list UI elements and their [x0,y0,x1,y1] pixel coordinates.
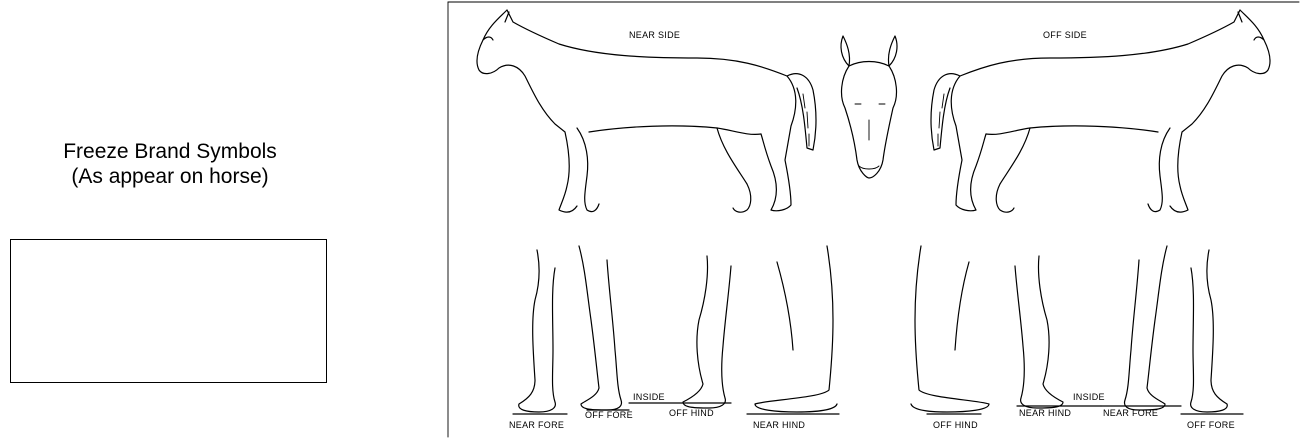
freeze-brand-box[interactable] [10,239,327,383]
left-off-fore-label: OFF FORE [585,410,633,420]
right-off-hind-label: OFF HIND [933,420,978,430]
near-side-horse [477,10,816,212]
right-off-fore-label: OFF FORE [1187,420,1235,430]
freeze-brand-title-line1: Freeze Brand Symbols [0,139,340,164]
right-inside-label: INSIDE [1073,392,1105,402]
off-side-label: OFF SIDE [1043,30,1087,40]
right-near-hind-label: NEAR HIND [1019,408,1071,418]
right-near-fore-label: NEAR FORE [1103,408,1158,418]
horse-diagram-svg: NEAR SIDE OFF SIDE [447,0,1300,439]
left-near-hind-label: NEAR HIND [753,420,805,430]
off-side-horse [931,10,1270,212]
freeze-brand-title-line2: (As appear on horse) [0,164,340,189]
freeze-brand-title: Freeze Brand Symbols (As appear on horse… [0,139,340,189]
left-inside-label: INSIDE [633,392,665,402]
legs-right-group [911,246,1243,414]
left-near-fore-label: NEAR FORE [509,420,564,430]
legs-left-group [513,246,839,414]
horse-markings-diagram: NEAR SIDE OFF SIDE [447,0,1300,439]
front-head [841,36,897,178]
left-off-hind-label: OFF HIND [669,408,714,418]
near-side-label: NEAR SIDE [629,30,680,40]
